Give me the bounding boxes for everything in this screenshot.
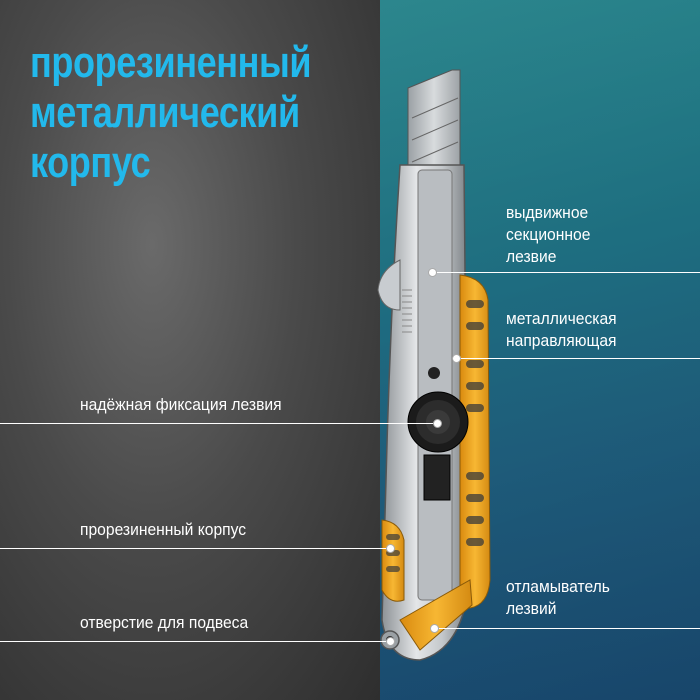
guide-label-line-2: направляющая: [506, 331, 617, 350]
dark-background-panel: [0, 0, 380, 700]
utility-knife-illustration: [377, 69, 491, 661]
blade-breaker-cap: [399, 579, 473, 651]
headline-line-3: корпус: [30, 138, 151, 187]
guide-callout-dot: [452, 354, 461, 363]
breaker-callout-line: [436, 628, 700, 629]
left-grip-ribs: [386, 534, 400, 572]
breaker-label-line-2: лезвий: [506, 599, 557, 618]
guide-callout-line: [456, 358, 700, 359]
hole-callout-label: отверстие для подвеса: [80, 613, 249, 632]
lock-wheel: [407, 391, 469, 453]
serrations: [402, 289, 412, 333]
breaker-label-line-1: отламыватель: [506, 577, 610, 596]
breaker-callout-label: отламыватель лезвий: [506, 576, 610, 620]
grip-ribs: [466, 300, 484, 546]
blade-label-line-1: выдвижное: [506, 203, 589, 222]
blade-callout-line: [432, 272, 700, 273]
rubber-callout-dot: [386, 544, 395, 553]
blade-callout-dot: [428, 268, 437, 277]
guide-pin: [428, 367, 440, 379]
slider-button: [423, 454, 451, 501]
blade-callout-label: выдвижное секционное лезвие: [506, 202, 590, 268]
lock-callout-dot: [433, 419, 442, 428]
hole-callout-line: [0, 641, 390, 642]
headline-line-1: прорезиненный: [30, 38, 312, 87]
blade-label-line-3: лезвие: [506, 247, 557, 266]
lock-callout-line: [0, 423, 440, 424]
lock-callout-label: надёжная фиксация лезвия: [80, 395, 282, 414]
headline-line-2: металлический: [30, 88, 300, 137]
blade: [407, 69, 461, 171]
rubber-grip-left: [381, 519, 405, 602]
rubber-callout-line: [0, 548, 390, 549]
guide-callout-label: металлическая направляющая: [506, 308, 617, 352]
thumb-fin: [377, 259, 401, 311]
guide-label-line-1: металлическая: [506, 309, 617, 328]
breaker-callout-dot: [430, 624, 439, 633]
rubber-callout-label: прорезиненный корпус: [80, 520, 247, 539]
blade-label-line-2: секционное: [506, 225, 591, 244]
headline: прорезиненный металлический корпус: [30, 38, 312, 188]
blade-slot: [417, 169, 453, 601]
hole-callout-dot: [386, 637, 395, 646]
